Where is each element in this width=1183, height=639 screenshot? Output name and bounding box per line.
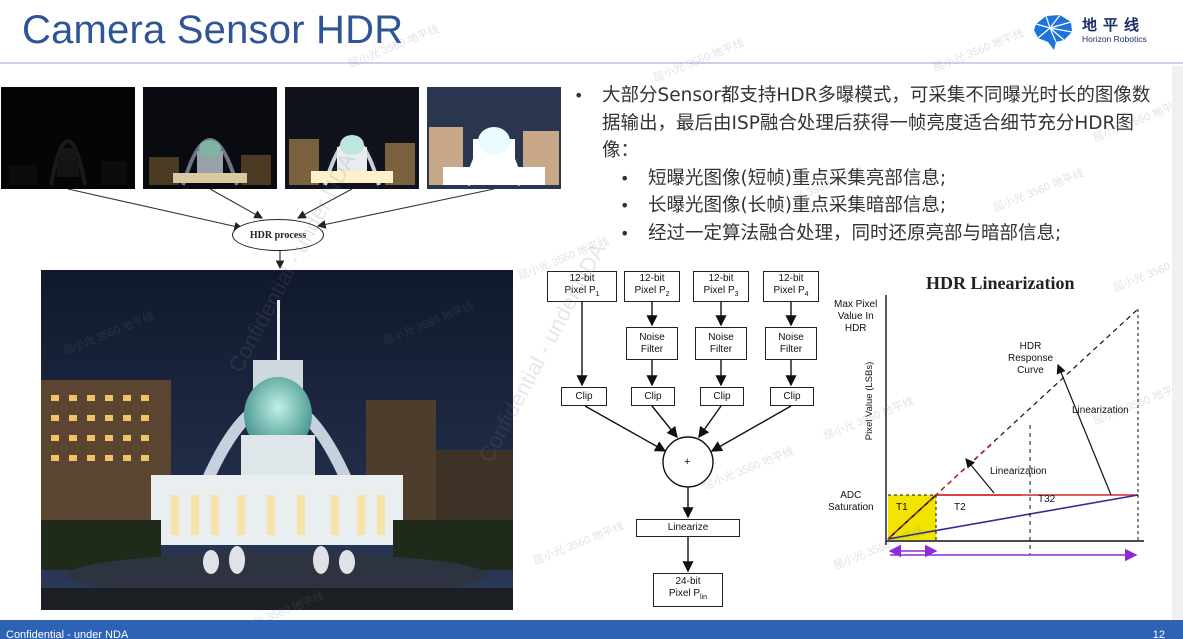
noise-filter-box-2: Noise Filter <box>626 327 678 360</box>
logo-chinese-text: 地平线 <box>1082 17 1146 34</box>
linearization-arrow-upper <box>1056 363 1112 496</box>
noise-filter-box-3: Noise Filter <box>695 327 747 360</box>
input-bitdepth: 12-bit <box>569 272 595 284</box>
exposure-thumbnail-1 <box>1 87 135 189</box>
adc-saturation-label: ADC Saturation <box>828 490 874 513</box>
input-pixel-label: Pixel P3 <box>703 284 739 298</box>
bullet-sub-text: 短曝光图像(短帧)重点采集亮部信息; <box>648 167 947 189</box>
input-pixel-label: Pixel P4 <box>773 284 809 298</box>
flowchart-connectors <box>576 302 797 573</box>
sum-node-label: + <box>684 456 691 468</box>
hdr-process-node: HDR process <box>232 219 324 251</box>
linearize-box: Linearize <box>636 519 740 537</box>
watermark: 屈小光 3560 地平线 <box>651 37 746 85</box>
linearization-label-lower: Linearization <box>990 466 1047 477</box>
vertical-scrollbar[interactable] <box>1172 66 1183 620</box>
noise-filter-label: Filter <box>709 343 733 355</box>
bullet-sub-text: 长曝光图像(长帧)重点采集暗部信息; <box>648 195 947 216</box>
input-pixel-p1-box: 12-bit Pixel P1 <box>547 271 617 302</box>
linearization-arrow-lower <box>965 458 995 494</box>
chart-title: HDR Linearization <box>926 273 1075 293</box>
exposure-thumbnail-3 <box>285 87 419 189</box>
output-pixel-label: Pixel Plin <box>668 588 708 601</box>
response-curve-label: HDR Response Curve <box>1008 341 1054 376</box>
t2-label: T2 <box>954 502 966 513</box>
header-divider <box>0 62 1183 64</box>
noise-filter-label: Filter <box>640 343 664 355</box>
company-logo: 地平线 Horizon Robotics <box>1030 10 1160 52</box>
input-pixel-p2-box: 12-bit Pixel P2 <box>624 271 680 302</box>
bullet-dot: • <box>574 86 584 105</box>
bullet-main-text: 大部分Sensor都支持HDR多曝模式，可采集不同曝光时长的图像数据输出，最后由… <box>602 85 1151 161</box>
t32-label: T32 <box>1038 494 1056 505</box>
input-pixel-label: Pixel P2 <box>634 284 670 298</box>
bullet-list: • 大部分Sensor都支持HDR多曝模式，可采集不同曝光时长的图像数据输出，最… <box>570 82 1160 247</box>
hdr-result-photo <box>41 270 513 610</box>
input-bitdepth: 12-bit <box>708 272 734 284</box>
clip-label: Clip <box>575 390 593 402</box>
bullet-main: • 大部分Sensor都支持HDR多曝模式，可采集不同曝光时长的图像数据输出，最… <box>570 82 1160 165</box>
bullet-dot: • <box>620 168 630 188</box>
clip-label: Clip <box>644 390 662 402</box>
noise-filter-box-4: Noise Filter <box>765 327 817 360</box>
t1-label: T1 <box>896 502 908 513</box>
noise-filter-label: Noise <box>778 331 804 343</box>
bullet-sub-text: 经过一定算法融合处理，同时还原亮部与暗部信息; <box>648 222 1062 244</box>
clip-box-2: Clip <box>631 387 675 406</box>
clip-label: Clip <box>713 390 731 402</box>
noise-filter-label: Filter <box>779 343 803 355</box>
bullet-sub-3: • 经过一定算法融合处理，同时还原亮部与暗部信息; <box>570 220 1160 248</box>
clip-label: Clip <box>783 390 801 402</box>
slide-footer: Confidential - under NDA 12 <box>0 620 1183 639</box>
hdr-pipeline-flowchart: 12-bit Pixel P1 12-bit Pixel P2 12-bit P… <box>535 265 835 615</box>
output-pixel-box: 24-bit Pixel Plin <box>653 573 723 607</box>
footer-confidential-text: Confidential - under NDA <box>6 629 129 639</box>
clip-box-4: Clip <box>770 387 814 406</box>
linearization-label-upper: Linearization <box>1072 405 1129 416</box>
noise-filter-label: Noise <box>639 331 665 343</box>
noise-filter-label: Noise <box>708 331 734 343</box>
bullet-dot: • <box>620 223 630 243</box>
output-bitdepth: 24-bit <box>675 576 701 587</box>
input-pixel-p3-box: 12-bit Pixel P3 <box>693 271 749 302</box>
input-pixel-label: Pixel P1 <box>564 284 600 298</box>
input-bitdepth: 12-bit <box>639 272 665 284</box>
bullet-sub-2: • 长曝光图像(长帧)重点采集暗部信息; <box>570 192 1160 220</box>
y-axis-label: Pixel Value (LSBs) <box>864 361 875 441</box>
input-pixel-p4-box: 12-bit Pixel P4 <box>763 271 819 302</box>
slide-title: Camera Sensor HDR <box>22 8 404 52</box>
hdr-linearization-chart: HDR Linearization Max P <box>826 265 1146 565</box>
linearization-plot <box>885 295 1144 562</box>
watermark: 屈小光 3560 地平线 <box>931 27 1026 75</box>
exposure-thumbnail-2 <box>143 87 277 189</box>
logo-english-text: Horizon Robotics <box>1082 34 1147 44</box>
exposure-thumbnail-4 <box>427 87 561 189</box>
bullet-sub-1: • 短曝光图像(短帧)重点采集亮部信息; <box>570 165 1160 193</box>
clip-box-3: Clip <box>700 387 744 406</box>
brain-logo-icon <box>1034 14 1073 50</box>
clip-box-1: Clip <box>561 387 607 406</box>
bullet-dot: • <box>620 196 630 215</box>
t32-response-line <box>887 494 1139 540</box>
linearize-label: Linearize <box>667 522 709 533</box>
page-number: 12 <box>1152 629 1165 639</box>
max-pixel-label: Max Pixel Value In HDR <box>834 299 878 334</box>
input-bitdepth: 12-bit <box>778 272 804 284</box>
